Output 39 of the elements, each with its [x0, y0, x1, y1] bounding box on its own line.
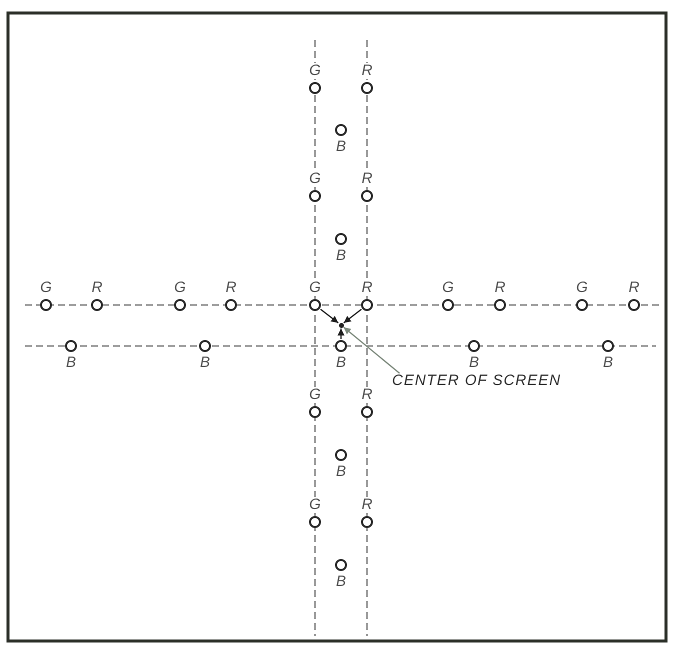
beam-spot-circle — [65, 340, 77, 352]
beam-spot-circle — [199, 340, 211, 352]
arrow — [343, 308, 362, 324]
beam-spot-circle — [335, 124, 347, 136]
beam-spot-circle — [40, 299, 52, 311]
beam-spot-circle — [91, 299, 103, 311]
beam-spot-circle — [309, 190, 321, 202]
beam-spot-circle — [361, 190, 373, 202]
beam-spot-circle — [335, 449, 347, 461]
beam-letter: G — [308, 63, 322, 79]
beam-spot-circle — [628, 299, 640, 311]
beam-spot-circle — [174, 299, 186, 311]
beam-spot-circle — [309, 516, 321, 528]
beam-spot-circle — [309, 82, 321, 94]
beam-spot-circle — [361, 82, 373, 94]
beam-spot-circle — [309, 299, 321, 311]
beam-spot-circle — [225, 299, 237, 311]
beam-spot-circle — [361, 406, 373, 418]
beam-spot-circle — [494, 299, 506, 311]
center-dot — [338, 322, 344, 328]
beam-letter: R — [360, 63, 374, 79]
beam-letter: R — [360, 171, 374, 187]
arrow — [320, 308, 339, 324]
beam-spot-circle — [335, 340, 347, 352]
beam-spot-circle — [335, 559, 347, 571]
beam-spot-circle — [442, 299, 454, 311]
beam-letter: G — [308, 171, 322, 187]
callout-text: CENTER OF SCREEN — [392, 372, 562, 390]
beam-spot-circle — [309, 406, 321, 418]
beam-letter: R — [360, 280, 374, 296]
beam-spot-circle — [361, 516, 373, 528]
beam-spot-circle — [576, 299, 588, 311]
beam-spot-circle — [335, 233, 347, 245]
beam-spot-circle — [602, 340, 614, 352]
beam-spot-circle — [468, 340, 480, 352]
leader-arrow — [343, 326, 400, 374]
beam-letter: G — [308, 280, 322, 296]
arrow — [338, 328, 344, 339]
beam-spot-circle — [361, 299, 373, 311]
